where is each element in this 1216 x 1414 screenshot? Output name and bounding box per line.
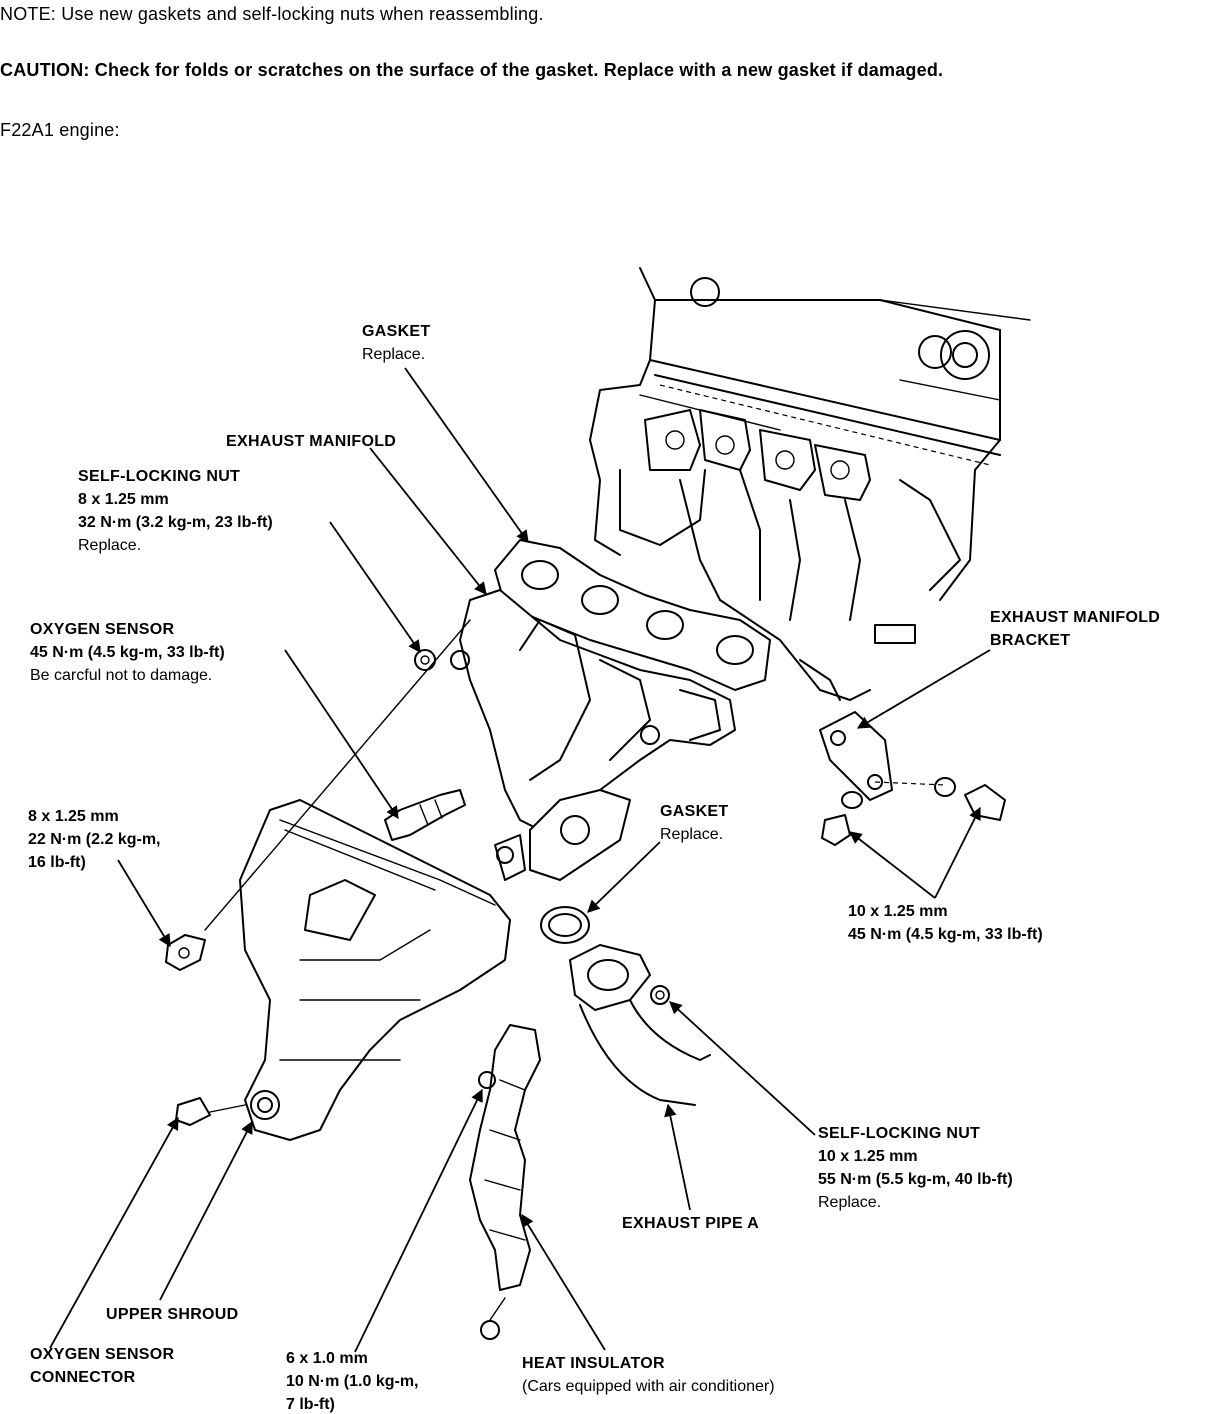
bolt-10-torque: 45 N·m (4.5 kg-m, 33 lb-ft) [848, 926, 1043, 943]
engine-heading: F22A1 engine: [0, 120, 120, 140]
upper-shroud-part [239, 799, 511, 1141]
caution-text: Check for folds or scratches on the surf… [94, 60, 944, 80]
gasket-mid-part [540, 906, 590, 944]
leader-gasket-top [404, 367, 529, 544]
gasket-mid-note: Replace. [660, 826, 724, 843]
oxygen-sensor-torque: 45 N·m (4.5 kg-m, 33 lb-ft) [30, 644, 225, 661]
callout-self-locking-nut-top: SELF-LOCKING NUT 8 x 1.25 mm 32 N·m (3.2… [78, 465, 273, 557]
callout-bolt-6: 6 x 1.0 mm 10 N·m (1.0 kg-m, 7 lb-ft) [286, 1347, 418, 1414]
leader-o2-connector [49, 1116, 179, 1349]
bolt-8-torque-2: 16 lb-ft) [28, 854, 86, 871]
bolt-10-spec: 10 x 1.25 mm [848, 903, 948, 920]
o2-connector-title-1: OXYGEN SENSOR [30, 1346, 175, 1363]
callout-upper-shroud: UPPER SHROUD [106, 1303, 239, 1326]
exhaust-manifold-title: EXHAUST MANIFOLD [226, 433, 397, 450]
o2-connector-title-2: CONNECTOR [30, 1369, 136, 1386]
leader-bolt-6 [354, 1088, 483, 1353]
caution-label: CAUTION: [0, 60, 90, 80]
leader-self-locking-nut-bottom [669, 1001, 816, 1136]
gasket-mid-title: GASKET [660, 803, 729, 820]
gasket-top-title: GASKET [362, 323, 431, 340]
bolt-6-spec: 6 x 1.0 mm [286, 1350, 368, 1367]
leader-lines [49, 367, 991, 1353]
manifold-bracket-title-1: EXHAUST MANIFOLD [990, 609, 1161, 626]
fasteners [165, 649, 1006, 1340]
bolt-6-torque-1: 10 N·m (1.0 kg-m, [286, 1373, 419, 1390]
caution-line: CAUTION: Check for folds or scratches on… [0, 60, 943, 81]
leader-manifold-bracket [856, 649, 991, 729]
callout-bolt-8: 8 x 1.25 mm 22 N·m (2.2 kg-m, 16 lb-ft) [28, 805, 160, 874]
callout-oxygen-sensor: OXYGEN SENSOR 45 N·m (4.5 kg-m, 33 lb-ft… [30, 618, 225, 687]
leader-bolt-8 [117, 859, 171, 948]
oxygen-sensor-part [384, 789, 466, 841]
self-locking-nut-bottom-spec: 10 x 1.25 mm [818, 1148, 918, 1165]
leader-heat-insulator [521, 1213, 606, 1351]
exhaust-pipe-a-part [569, 944, 711, 1106]
engine-block [589, 267, 1031, 701]
heat-insulator-note: (Cars equipped with air conditioner) [522, 1378, 775, 1395]
leader-exhaust-manifold [369, 447, 487, 595]
bolt-6-torque-2: 7 lb-ft) [286, 1396, 335, 1413]
callout-gasket-top: GASKET Replace. [362, 320, 430, 366]
self-locking-nut-top-spec: 8 x 1.25 mm [78, 491, 169, 508]
leader-self-locking-nut-top [329, 521, 421, 654]
callout-bolt-10: 10 x 1.25 mm 45 N·m (4.5 kg-m, 33 lb-ft) [848, 900, 1043, 946]
leader-gasket-mid [587, 841, 661, 913]
heat-insulator-title: HEAT INSULATOR [522, 1355, 665, 1372]
leader-upper-shroud [159, 1120, 253, 1301]
callout-gasket-mid: GASKET Replace. [660, 800, 728, 846]
leader-exhaust-pipe-a [664, 1103, 691, 1211]
oxygen-sensor-note: Be carcful not to damage. [30, 667, 213, 684]
self-locking-nut-top-note: Replace. [78, 537, 142, 554]
leader-oxygen-sensor [284, 649, 399, 820]
oxygen-sensor-title: OXYGEN SENSOR [30, 621, 175, 638]
callout-heat-insulator: HEAT INSULATOR (Cars equipped with air c… [522, 1352, 775, 1398]
callout-exhaust-manifold: EXHAUST MANIFOLD [226, 430, 396, 453]
self-locking-nut-bottom-torque: 55 N·m (5.5 kg-m, 40 lb-ft) [818, 1171, 1013, 1188]
note-line: NOTE: Use new gaskets and self-locking n… [0, 4, 544, 25]
bolt-8-spec: 8 x 1.25 mm [28, 808, 119, 825]
self-locking-nut-top-title: SELF-LOCKING NUT [78, 468, 241, 485]
exhaust-pipe-a-title: EXHAUST PIPE A [622, 1215, 759, 1232]
exhaust-manifold-part [450, 589, 736, 881]
self-locking-nut-bottom-note: Replace. [818, 1194, 882, 1211]
manifold-bracket-title-2: BRACKET [990, 632, 1071, 649]
callout-manifold-bracket: EXHAUST MANIFOLD BRACKET [990, 606, 1160, 652]
upper-shroud-title: UPPER SHROUD [106, 1306, 239, 1323]
bolt-8-torque-1: 22 N·m (2.2 kg-m, [28, 831, 161, 848]
note-text: Use new gaskets and self-locking nuts wh… [61, 4, 544, 24]
self-locking-nut-top-torque: 32 N·m (3.2 kg-m, 23 lb-ft) [78, 514, 273, 531]
leader-bolt-10b [934, 806, 981, 899]
callout-self-locking-nut-bottom: SELF-LOCKING NUT 10 x 1.25 mm 55 N·m (5.… [818, 1122, 1013, 1214]
callout-oxygen-sensor-connector: OXYGEN SENSOR CONNECTOR [30, 1343, 174, 1389]
leader-bolt-10a [849, 831, 936, 899]
callout-exhaust-pipe-a: EXHAUST PIPE A [622, 1212, 759, 1235]
gasket-top-note: Replace. [362, 346, 426, 363]
heat-insulator-part [469, 1024, 541, 1291]
self-locking-nut-bottom-title: SELF-LOCKING NUT [818, 1125, 981, 1142]
note-label: NOTE: [0, 4, 57, 24]
